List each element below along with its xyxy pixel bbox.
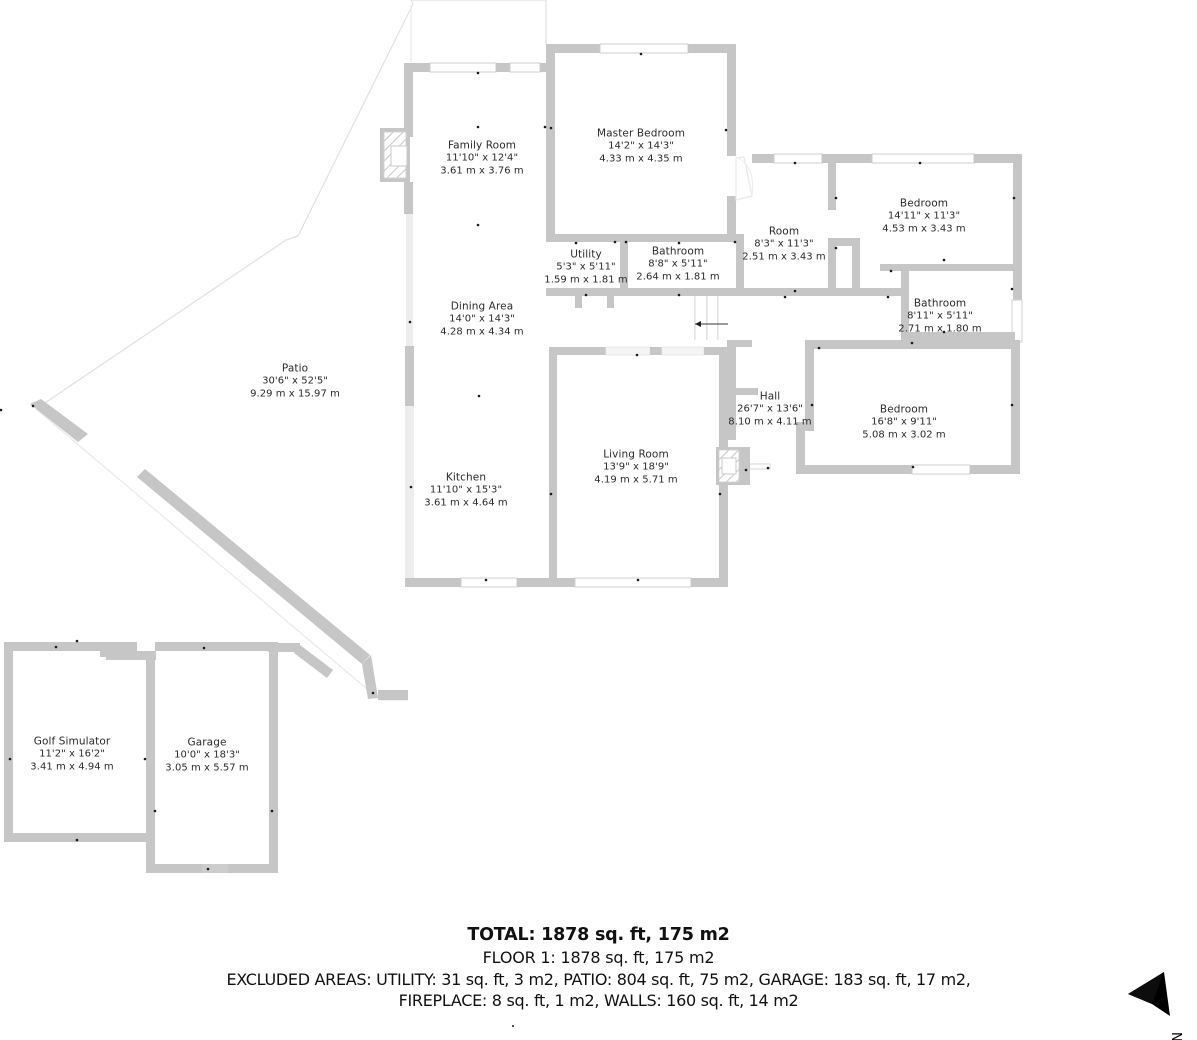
stairs-indicator — [694, 296, 728, 340]
summary-floor: FLOOR 1: 1878 sq. ft, 175 m2 — [482, 948, 715, 968]
summary-total: TOTAL: 1878 sq. ft, 175 m2 — [467, 925, 730, 945]
compass-north-label: N — [1168, 1032, 1183, 1040]
patio-walls — [30, 399, 408, 700]
house-walls — [30, 43, 1023, 700]
area-summary: TOTAL: 1878 sq. ft, 175 m2 FLOOR 1: 1878… — [0, 924, 1197, 1011]
compass-rose: N — [1122, 968, 1192, 1040]
summary-excluded-line-1: EXCLUDED AREAS: UTILITY: 31 sq. ft, 3 m2… — [226, 969, 971, 989]
measurement-dots — [0, 52, 1016, 1027]
garage-block-walls — [4, 642, 278, 873]
summary-excluded-line-2: FIREPLACE: 8 sq. ft, 1 m2, WALLS: 160 sq… — [398, 990, 799, 1010]
north-arrow-icon: N — [1128, 972, 1183, 1040]
